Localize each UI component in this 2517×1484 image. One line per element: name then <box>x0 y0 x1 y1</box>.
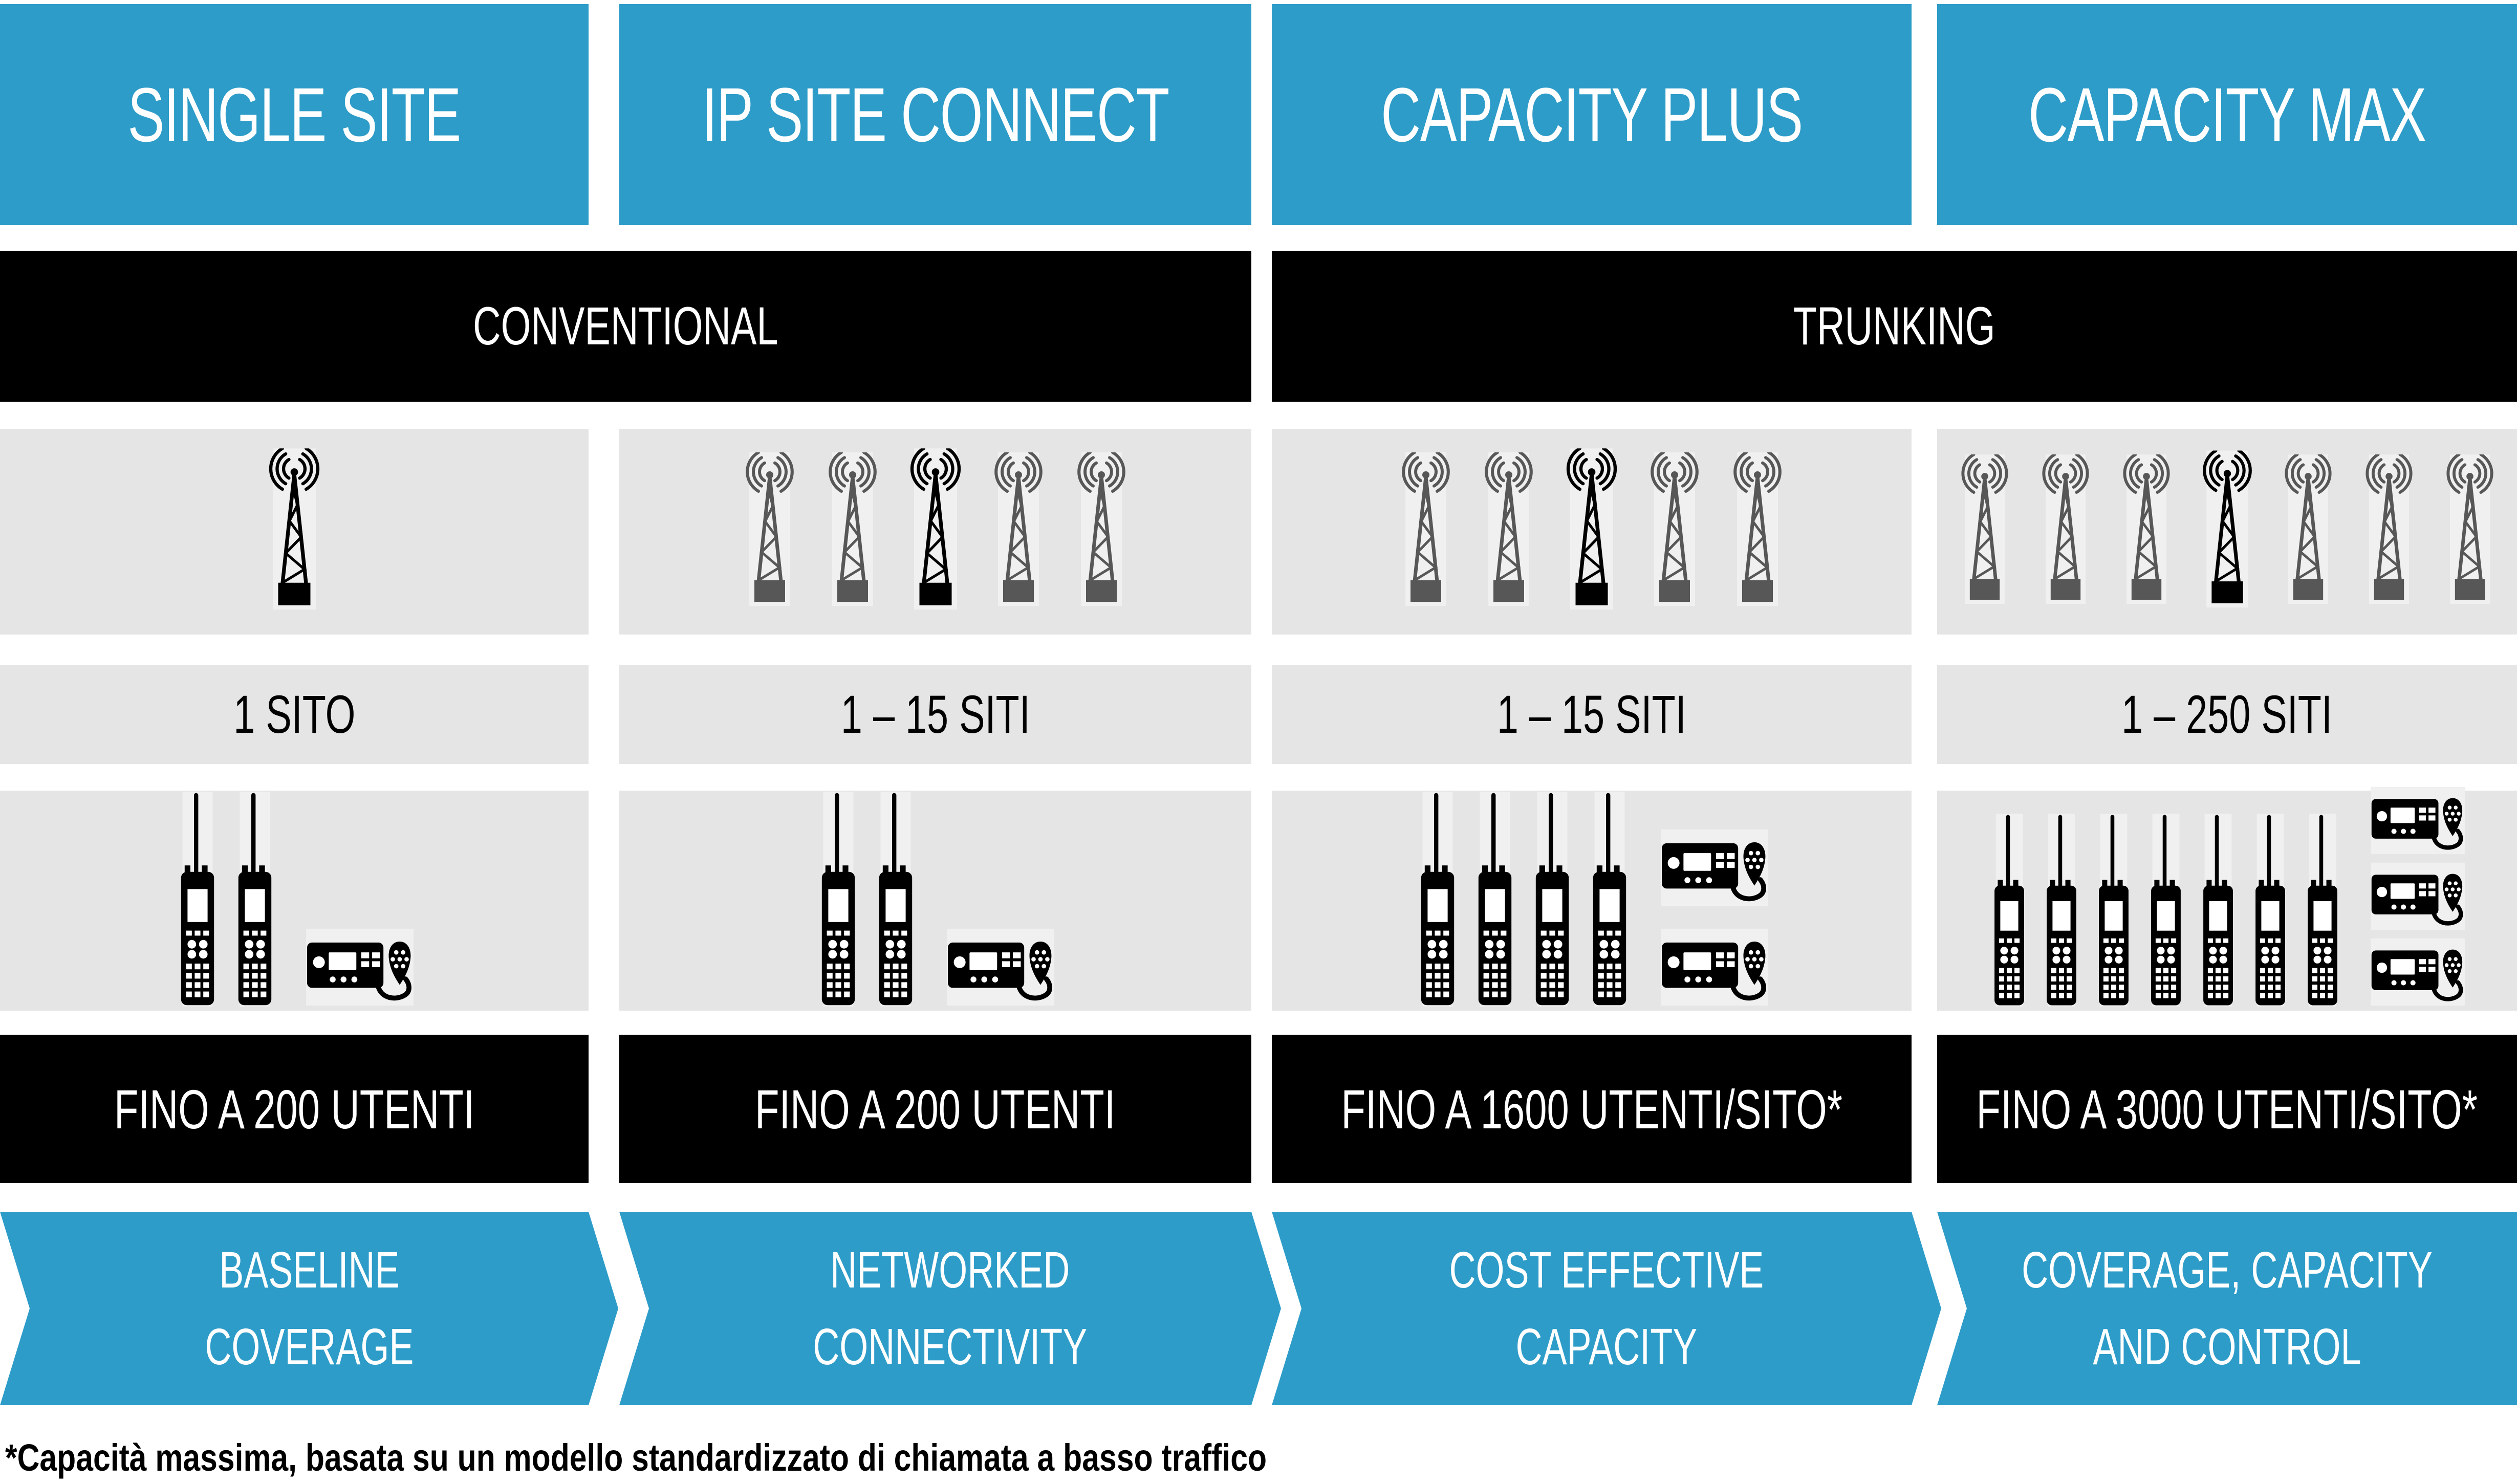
devices-cell-capacity-max <box>1937 787 2517 1011</box>
sites-count-label: 1 – 250 SITI <box>2121 684 2333 745</box>
column-header-single-site: SINGLE SITE <box>0 4 589 225</box>
portable-radio-icon <box>1994 814 2024 1007</box>
portable-radio-icon <box>2203 814 2233 1007</box>
portable-radio-icons <box>813 792 921 1007</box>
portable-radio-icon <box>2151 814 2181 1007</box>
portable-radio-icon <box>879 792 913 1007</box>
mobile-radio-with-microphone-icon <box>2371 862 2465 930</box>
devices-cell-ip-site-connect <box>619 791 1251 1011</box>
radio-tower-icon <box>2202 450 2252 608</box>
radio-tower-icon <box>2366 454 2412 604</box>
benefit-label: COST EFFECTIVE CAPACITY <box>1449 1241 1764 1376</box>
radio-tower-icon <box>828 452 877 606</box>
benefit-arrow-baseline-coverage: BASELINE COVERAGE <box>0 1212 618 1405</box>
radio-tower-icon <box>1402 452 1450 606</box>
mobile-radio-with-microphone-icon <box>2371 938 2465 1006</box>
benefit-arrow-networked-connectivity: NETWORKED CONNECTIVITY <box>619 1212 1281 1405</box>
sites-count-cell: 1 – 15 SITI <box>619 665 1251 764</box>
portable-radio-icon <box>1535 792 1569 1007</box>
sites-icons-cell-capacity-max <box>1937 429 2517 635</box>
mobile-radio-with-microphone-icon <box>1660 829 1768 907</box>
mobile-radio-with-microphone-icon <box>306 928 414 1006</box>
devices-cell-single-site <box>0 791 589 1011</box>
radio-tower-icon <box>1961 454 2008 604</box>
benefit-label: NETWORKED CONNECTIVITY <box>813 1241 1088 1376</box>
radio-tower-icon <box>1651 452 1699 606</box>
radio-tower-icon <box>2446 454 2493 604</box>
radio-tower-icon <box>2123 454 2169 604</box>
sites-count-label: 1 – 15 SITI <box>840 684 1030 745</box>
category-label: TRUNKING <box>1793 296 1995 356</box>
mobile-radio-with-microphone-icon <box>1660 928 1768 1006</box>
portable-radio-icon <box>2099 814 2129 1007</box>
sites-count-cell: 1 – 250 SITI <box>1937 665 2517 764</box>
tower-icons <box>0 429 589 635</box>
sites-icons-cell-capacity-plus <box>1272 429 1912 635</box>
footnote-text: *Capacità massima, basata su un modello … <box>5 1436 1267 1479</box>
devices-cell-capacity-plus <box>1272 791 1912 1011</box>
column-header-capacity-max: CAPACITY MAX <box>1937 4 2517 225</box>
tower-icons <box>619 429 1251 635</box>
category-bar-trunking: TRUNKING <box>1272 251 2517 402</box>
sites-icons-cell-single-site <box>0 429 589 635</box>
benefit-label: BASELINE COVERAGE <box>204 1241 414 1376</box>
tower-icons <box>1272 429 1912 635</box>
portable-radio-icon <box>1421 792 1454 1007</box>
max-users-bar: FINO A 3000 UTENTI/SITO* <box>1937 1035 2517 1183</box>
sites-count-cell: 1 SITO <box>0 665 589 764</box>
benefit-arrow-coverage-capacity-control: COVERAGE, CAPACITY AND CONTROL <box>1937 1212 2517 1405</box>
radio-tower-icon <box>1077 452 1125 606</box>
mobile-radio-icons <box>944 928 1057 1007</box>
sites-count-cell: 1 – 15 SITI <box>1272 665 1912 764</box>
page-title: CAPACITY MAX <box>2028 71 2426 158</box>
mobile-radio-icons <box>303 928 417 1007</box>
max-users-label: FINO A 200 UTENTI <box>114 1078 475 1140</box>
max-users-label: FINO A 1600 UTENTI/SITO* <box>1341 1078 1842 1140</box>
category-bar-conventional: CONVENTIONAL <box>0 251 1251 402</box>
radio-tower-icon <box>2285 454 2331 604</box>
max-users-bar: FINO A 200 UTENTI <box>619 1035 1251 1183</box>
max-users-bar: FINO A 200 UTENTI <box>0 1035 589 1183</box>
portable-radio-icon <box>1478 792 1511 1007</box>
category-label: CONVENTIONAL <box>473 296 778 356</box>
mobile-radio-icons <box>2368 786 2467 1007</box>
column-header-ip-site-connect: IP SITE CONNECT <box>619 4 1251 225</box>
portable-radio-icon <box>238 792 271 1007</box>
benefit-arrow-cost-effective-capacity: COST EFFECTIVE CAPACITY <box>1272 1212 1941 1405</box>
portable-radio-icons <box>172 792 280 1007</box>
sites-count-label: 1 SITO <box>233 684 356 745</box>
mobile-radio-with-microphone-icon <box>947 928 1054 1006</box>
portable-radio-icon <box>181 792 214 1007</box>
portable-radio-icons <box>1413 792 1635 1007</box>
page-title: CAPACITY PLUS <box>1381 71 1803 158</box>
benefit-label: COVERAGE, CAPACITY AND CONTROL <box>2022 1241 2433 1376</box>
max-users-bar: FINO A 1600 UTENTI/SITO* <box>1272 1035 1912 1183</box>
mobile-radio-with-microphone-icon <box>2371 787 2465 855</box>
radio-tower-icon <box>1485 452 1533 606</box>
radio-tower-icon <box>2042 454 2089 604</box>
radio-tower-icon <box>1733 452 1782 606</box>
tower-icons <box>1937 429 2517 635</box>
sites-icons-cell-ip-site-connect <box>619 429 1251 635</box>
page-title: IP SITE CONNECT <box>702 71 1169 158</box>
portable-radio-icon <box>2308 814 2337 1007</box>
page-title: SINGLE SITE <box>127 71 462 158</box>
radio-tower-icon <box>910 448 961 610</box>
sites-count-label: 1 – 15 SITI <box>1497 684 1686 745</box>
mobile-radio-icons <box>1658 828 1771 1007</box>
portable-radio-icon <box>821 792 855 1007</box>
portable-radio-icon <box>2047 814 2076 1007</box>
radio-tower-icon <box>1566 448 1617 610</box>
max-users-label: FINO A 3000 UTENTI/SITO* <box>1976 1078 2478 1140</box>
footnote: *Capacità massima, basata su un modello … <box>5 1436 1544 1479</box>
radio-tower-icon <box>994 452 1043 606</box>
column-header-capacity-plus: CAPACITY PLUS <box>1272 4 1912 225</box>
portable-radio-icon <box>1593 792 1626 1007</box>
radio-tower-icon <box>745 452 794 606</box>
max-users-label: FINO A 200 UTENTI <box>755 1078 1116 1140</box>
portable-radio-icons <box>1987 814 2345 1007</box>
radio-tower-icon <box>269 448 320 610</box>
portable-radio-icon <box>2255 814 2285 1007</box>
